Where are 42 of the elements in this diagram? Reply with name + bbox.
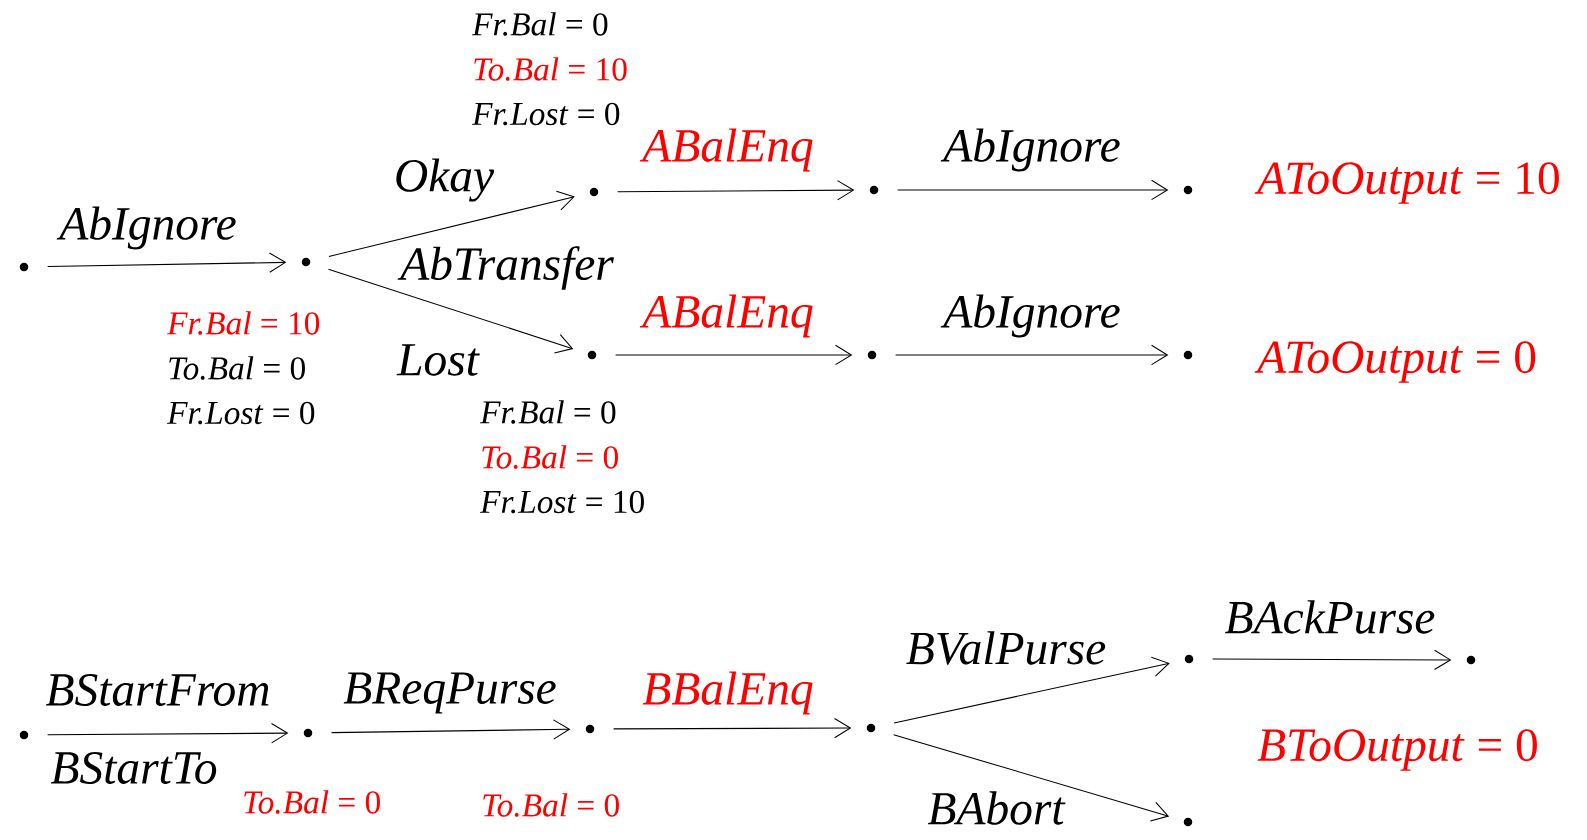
arrow (328, 190, 575, 257)
transition-label: BToOutput = 0 (1257, 729, 1537, 771)
state-value: To.Bal = 0 (483, 793, 619, 817)
transition-label: BStartTo (50, 752, 217, 784)
arrow (327, 268, 574, 354)
arrow (47, 723, 289, 744)
transition-label: Lost (396, 344, 480, 376)
arrow (1212, 649, 1452, 671)
arrow (893, 734, 1170, 822)
transition-label: BAckPurse (1225, 600, 1435, 634)
transition-label: BReqPurse (343, 672, 556, 714)
transition-label: BStartFrom (46, 674, 269, 706)
arrow (893, 656, 1170, 724)
transition-label: BBalEnq (642, 671, 813, 715)
arrow (613, 717, 852, 739)
arrow (617, 180, 855, 201)
state-value: To.Bal = 0 (169, 356, 305, 380)
state-value: To.Bal = 10 (474, 57, 627, 81)
transition-label: AbTransfer (397, 246, 614, 290)
state-value: Fr.Lost = 0 (471, 102, 620, 126)
state-value: Fr.Lost = 0 (166, 401, 315, 425)
transition-label: ABalEnq (639, 294, 813, 338)
state-value: Fr.Lost = 10 (479, 490, 644, 514)
arrow (331, 719, 571, 740)
state-value: Fr.Bal = 10 (166, 311, 320, 335)
state-value: Fr.Bal = 0 (471, 12, 608, 36)
transition-label: AbIgnore (940, 128, 1120, 172)
arrow (47, 252, 287, 273)
transition-label: BValPurse (906, 631, 1106, 665)
state-value: To.Bal = 0 (482, 445, 618, 469)
state-value: AToOutput = 10 (1254, 162, 1559, 204)
transition-label: BAbort (927, 791, 1066, 825)
state-value: AToOutput = 0 (1254, 341, 1536, 383)
arrow (615, 344, 853, 366)
transition-label: AbIgnore (56, 206, 236, 250)
state-value: To.Bal = 0 (244, 790, 380, 814)
arrow (897, 179, 1169, 201)
transition-label: ABalEnq (639, 128, 813, 172)
arrow (895, 344, 1169, 366)
transition-label: Okay (396, 158, 495, 202)
state-value: Fr.Bal = 0 (479, 400, 616, 424)
transition-label: AbIgnore (940, 294, 1120, 338)
